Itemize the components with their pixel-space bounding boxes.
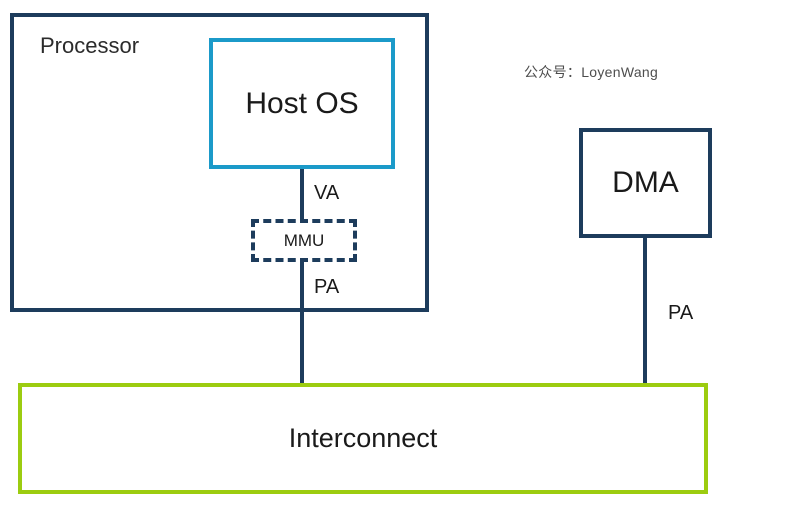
mmu-label: MMU — [281, 231, 327, 250]
mmu-box: MMU — [251, 219, 357, 262]
dma-label: DMA — [612, 166, 679, 199]
connector-mmu-to-interconnect — [300, 258, 304, 385]
processor-box — [10, 13, 429, 312]
edge-label-va: VA — [314, 182, 340, 204]
host-os-box: Host OS — [209, 38, 395, 169]
edge-label-pa-dma: PA — [668, 302, 694, 324]
dma-box: DMA — [579, 128, 712, 238]
edge-label-pa-processor: PA — [314, 276, 340, 298]
interconnect-box: Interconnect — [18, 383, 708, 494]
connector-host-os-to-mmu — [300, 166, 304, 222]
host-os-label: Host OS — [245, 86, 359, 120]
interconnect-label: Interconnect — [288, 423, 438, 453]
watermark-text: 公众号：LoyenWang — [524, 64, 659, 80]
processor-label: Processor — [40, 33, 140, 58]
connector-dma-to-interconnect — [643, 234, 647, 385]
